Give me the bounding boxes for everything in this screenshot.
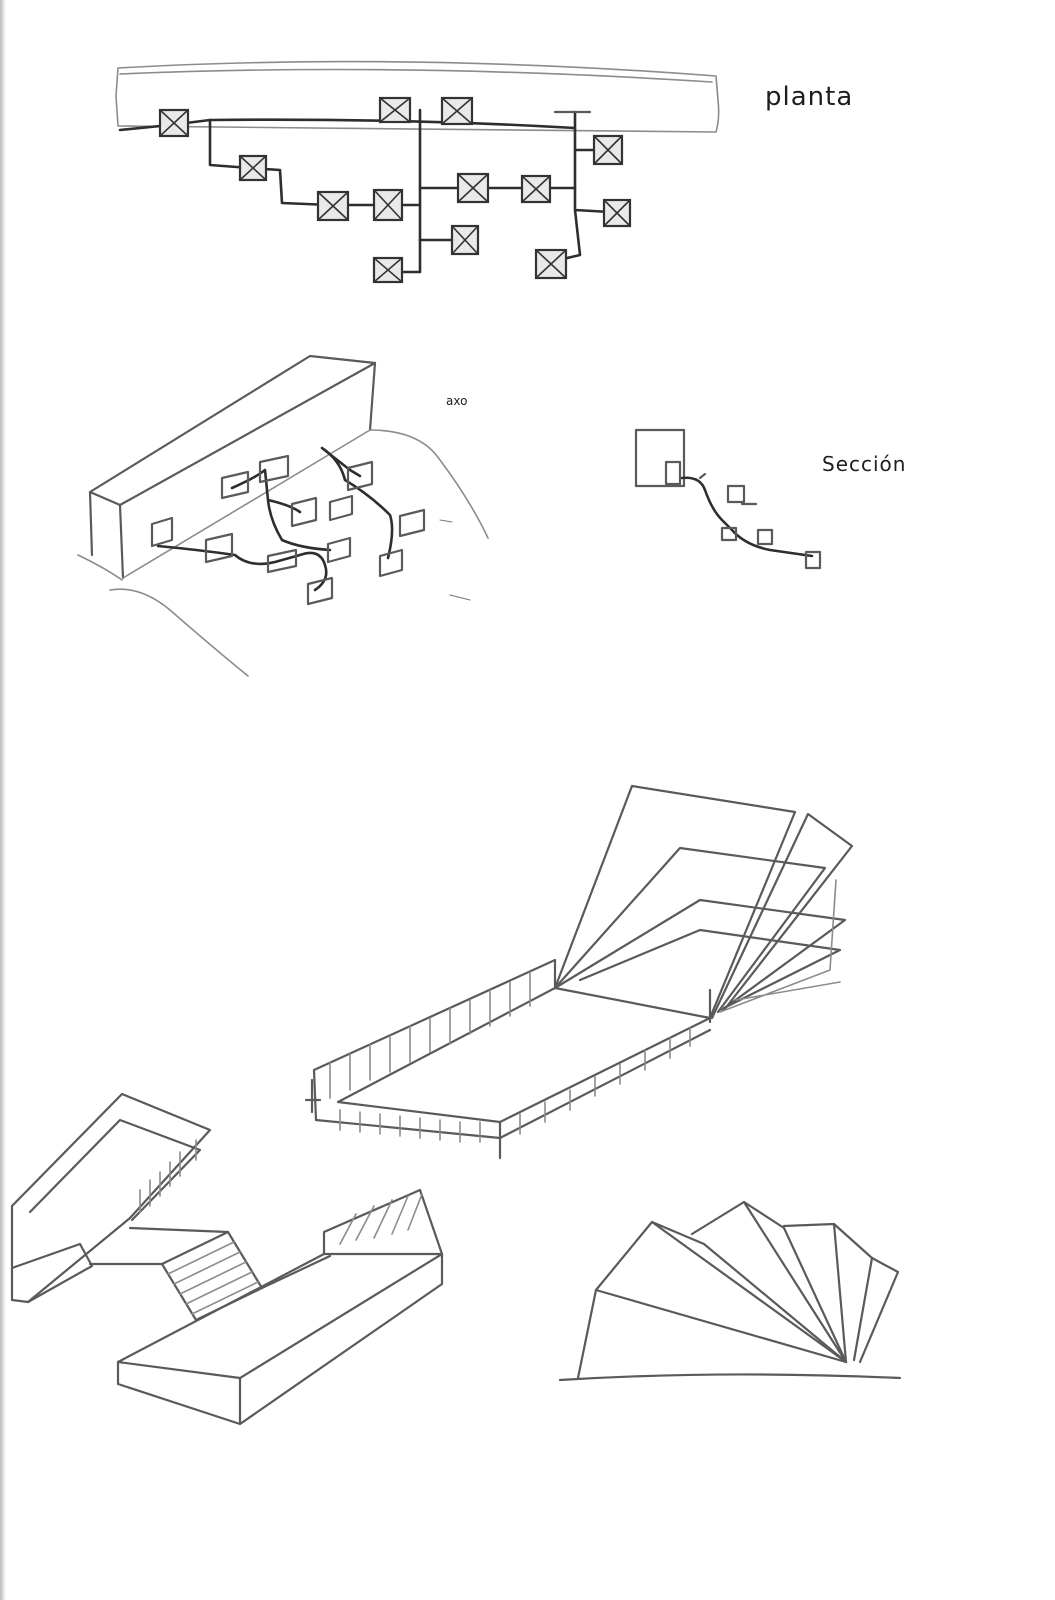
section-path xyxy=(680,476,814,558)
plan-room xyxy=(602,198,632,228)
axo-drawing xyxy=(77,354,489,677)
section-label: Sección xyxy=(822,452,907,476)
upper-platform-hatching xyxy=(139,1139,197,1213)
plan-room xyxy=(520,174,552,204)
plan-room xyxy=(378,96,412,124)
section-box xyxy=(664,460,682,486)
section-room xyxy=(726,484,746,504)
plan-room xyxy=(534,248,568,280)
plan-room xyxy=(456,172,490,204)
plan-room xyxy=(238,154,268,182)
plan-room xyxy=(450,224,480,256)
axo-room xyxy=(266,548,298,574)
plan-room xyxy=(372,256,404,284)
upper-platform xyxy=(10,1092,212,1304)
axo-room xyxy=(346,460,374,492)
axo-bar-top xyxy=(88,354,377,507)
fan-elevation xyxy=(558,1200,902,1382)
fan-plane-lower xyxy=(719,879,841,1013)
platform-back-wall xyxy=(312,958,712,1122)
plan-drawing xyxy=(115,60,720,284)
axo-rooms xyxy=(150,454,426,606)
plan-rooms xyxy=(158,96,632,284)
upper-platform-inner xyxy=(10,1118,202,1304)
fan-plane-tall xyxy=(710,812,854,1020)
plan-room xyxy=(592,134,624,166)
plan-label: planta xyxy=(765,82,854,112)
plan-branch-center xyxy=(388,108,422,274)
platform-back-hatching xyxy=(329,971,531,1099)
fan-blade xyxy=(742,1200,848,1364)
fan-plane xyxy=(553,784,797,1020)
fan-ground-line xyxy=(558,1373,902,1382)
plan-room xyxy=(372,188,404,222)
platform-front-edge xyxy=(314,1028,712,1160)
plan-room xyxy=(316,190,350,222)
axo-room xyxy=(378,548,404,578)
axo-bar-front xyxy=(88,361,377,580)
section-room xyxy=(804,550,822,570)
fan-blade xyxy=(690,1200,848,1364)
axo-room xyxy=(150,516,174,548)
lower-platform-sides xyxy=(116,1252,444,1426)
section-room xyxy=(756,528,774,546)
axo-room xyxy=(326,536,352,564)
stair-landing-lines xyxy=(88,1226,332,1290)
axo-terrain-dots xyxy=(439,519,471,601)
axo-room xyxy=(328,494,354,522)
fan-blade xyxy=(650,1220,848,1364)
axo-room xyxy=(220,470,250,500)
axo-bar-bottom xyxy=(122,429,371,579)
stair xyxy=(160,1230,264,1322)
platform-perspective xyxy=(304,784,854,1160)
fan-blade xyxy=(858,1256,900,1364)
axo-terrain xyxy=(77,429,489,677)
platform-top xyxy=(336,986,712,1124)
plan-spine xyxy=(118,118,577,132)
section-drawing xyxy=(634,428,822,570)
platform-left-side xyxy=(304,1078,322,1114)
axo-label: axo xyxy=(446,394,468,408)
stepped-platforms xyxy=(10,1092,444,1426)
axo-room xyxy=(306,576,334,606)
section-steps xyxy=(698,472,758,506)
lower-platform-back xyxy=(322,1188,444,1256)
page-edge-shadow xyxy=(0,0,6,1600)
stair-steps xyxy=(167,1241,259,1315)
fan-plane xyxy=(578,928,842,1010)
axo-room xyxy=(258,454,290,484)
section-bar-block xyxy=(634,428,686,488)
axo-paths xyxy=(156,446,394,592)
plan-room xyxy=(440,96,474,126)
section-rooms xyxy=(720,484,822,570)
axo-room xyxy=(398,508,426,538)
fan-plane xyxy=(553,898,847,1012)
section-room xyxy=(720,526,738,542)
plan-room xyxy=(158,108,190,138)
axo-room xyxy=(204,532,234,564)
plan-main-bar xyxy=(115,60,720,133)
platform-front-hatching xyxy=(339,1027,691,1143)
fan-blade xyxy=(594,1220,848,1364)
lower-platform-hatching xyxy=(339,1193,423,1245)
plan-bar-inner-line xyxy=(119,68,713,83)
axo-room xyxy=(290,496,318,528)
